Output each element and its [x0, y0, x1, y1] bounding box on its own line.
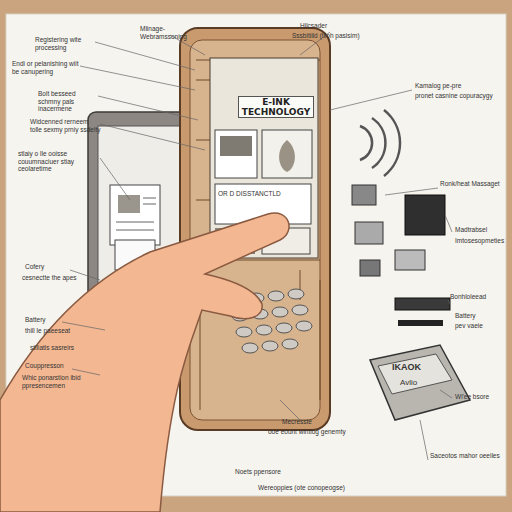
callout-label: Bonhloleead — [450, 293, 505, 301]
callout-label: ooe eount wintlog genemty — [268, 428, 353, 436]
callout-label: Madtrabsel — [455, 226, 505, 234]
callout-label: stiliatis sasreirs — [30, 344, 90, 352]
wifi-symbol — [360, 110, 400, 176]
callout-label: Imtosesopmeties — [455, 237, 510, 245]
callout-label: Wi'ee bsore — [455, 393, 505, 401]
memory-card — [370, 345, 470, 420]
device-text: IKAOK — [392, 362, 432, 372]
callout-label: Kamalog pe-pre — [415, 82, 485, 90]
callout-label: Battery — [25, 316, 70, 324]
callout-label: pev vaeie — [455, 322, 500, 330]
device-text: OR D DISSTANCTLD — [218, 190, 308, 198]
callout-label: Mecresste — [282, 418, 332, 426]
callout-label: Noets ppensore — [235, 468, 295, 476]
callout-label: Sssbitiild (tiloh pasisim) — [292, 32, 372, 40]
callout-label: Couppresson — [25, 362, 75, 370]
callout-label: Mlinage- Webramssoning — [140, 25, 210, 40]
callout-label: Ronk/heat Massaget — [440, 180, 502, 188]
device-text: Avlio — [400, 378, 440, 387]
callout-label: Registering wite processing — [35, 36, 95, 51]
chip-components — [352, 185, 445, 276]
callout-label: cesnectte the apes — [22, 274, 92, 282]
callout-label: thill le paeeseat — [25, 327, 85, 335]
title-box: E-INK TECHNOLOGY — [238, 96, 314, 118]
callout-label: stlaiy o lle ooisse couumnaciuer stiay c… — [18, 150, 100, 173]
callout-label: Endi or pelanishing wiit be canupering — [12, 60, 82, 75]
callout-label: pronet casnine copuracygy — [415, 92, 495, 100]
box-title: E-INK TECHNOLOGY — [239, 97, 313, 117]
callout-label: Widcenned rerneem tolle sexmy prniy ssde… — [30, 118, 102, 133]
callout-label: Bolt besseed schmny pals inacermene — [38, 90, 98, 113]
leader-lines — [62, 32, 452, 460]
hand — [0, 213, 289, 512]
callout-label: Saceotos mahor oeeiles — [430, 452, 505, 460]
callout-label: Whic ponarstion ibid ppresencemen — [22, 374, 102, 389]
callout-label: Hilcsader — [300, 22, 350, 30]
callout-label: Cofery — [25, 263, 70, 271]
callout-label: Wereoppies (ote conopeogse) — [258, 484, 358, 492]
battery-strip — [395, 298, 450, 326]
callout-label: Battery — [455, 312, 500, 320]
